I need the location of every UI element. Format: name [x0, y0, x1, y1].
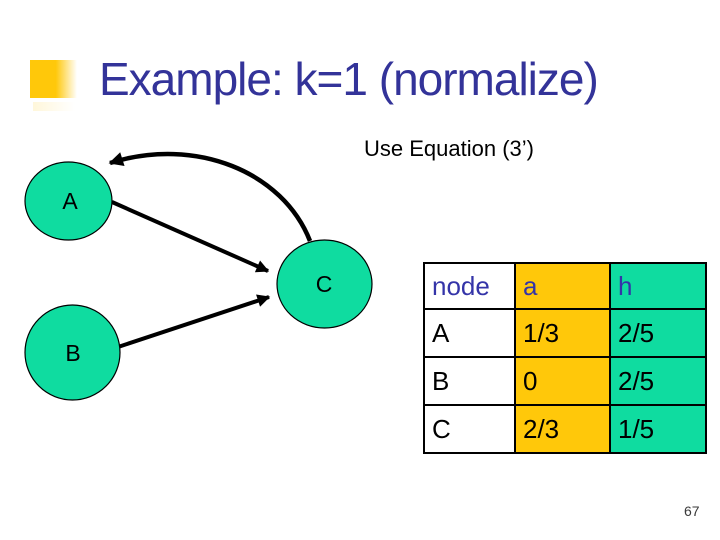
cell-a-A: 1/3 — [514, 308, 611, 358]
cell-a-B: 0 — [514, 356, 611, 406]
cell-h-C: 1/5 — [609, 404, 707, 454]
cell-node-A: A — [423, 308, 516, 358]
edge-A-to-C — [111, 200, 270, 273]
cell-node-C: C — [423, 404, 516, 454]
node-A — [24, 161, 113, 241]
slide-title: Example: k=1 (normalize) — [99, 53, 599, 105]
table-header-row: node a h — [423, 262, 707, 310]
node-B — [24, 304, 121, 401]
node-B-label: B — [65, 340, 80, 366]
title-bullet-reflection — [33, 102, 75, 111]
node-C — [276, 239, 373, 329]
edge-C-to-A — [108, 151, 313, 242]
cell-h-B: 2/5 — [609, 356, 707, 406]
page-number: 67 — [684, 503, 700, 519]
results-table: node a h A 1/3 2/5 B 0 2/5 C 2/3 1/5 — [423, 262, 707, 454]
cell-h-A: 2/5 — [609, 308, 707, 358]
node-A-label: A — [62, 188, 78, 214]
cell-a-C: 2/3 — [514, 404, 611, 454]
node-C-label: C — [316, 271, 333, 297]
cell-node-B: B — [423, 356, 516, 406]
slide-subtitle: Use Equation (3’) — [364, 136, 534, 161]
title-bullet-square — [30, 60, 77, 98]
table-header-node: node — [423, 262, 516, 310]
table-header-h: h — [609, 262, 707, 310]
table-header-a: a — [514, 262, 611, 310]
table-row-C: C 2/3 1/5 — [423, 404, 707, 454]
table-row-A: A 1/3 2/5 — [423, 308, 707, 358]
edge-B-to-C — [117, 294, 271, 349]
table-row-B: B 0 2/5 — [423, 356, 707, 406]
